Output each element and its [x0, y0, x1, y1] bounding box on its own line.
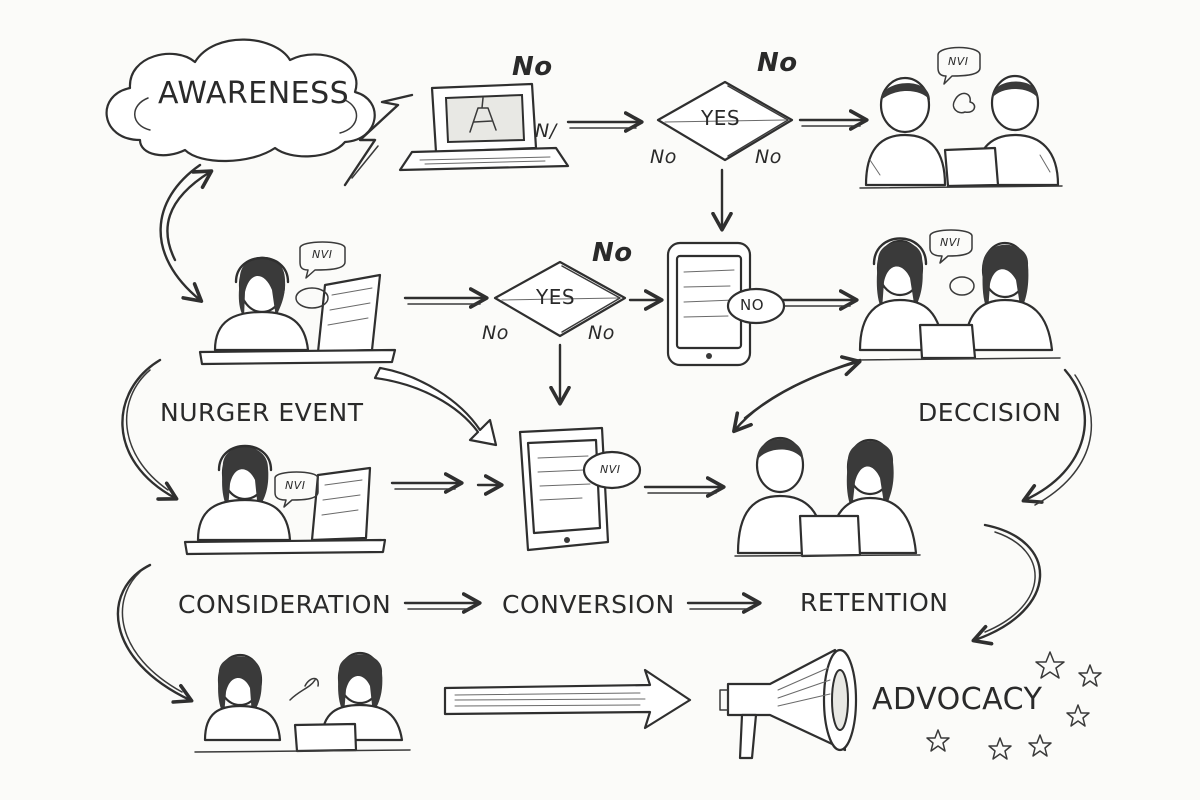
branch-no-top-3: No: [650, 146, 677, 168]
support-agent-laptop-middle: [198, 256, 397, 366]
bubble-text-4: NVI: [285, 479, 306, 492]
lightning-bolt-icon: [343, 93, 414, 187]
branch-no-laptop: N/: [535, 120, 557, 142]
branch-no-top-2: No: [757, 48, 798, 78]
decision-middle-yes-label: YES: [536, 285, 576, 309]
two-people-laptop-middle-right: [854, 237, 1061, 361]
branch-no-mid-3: No: [588, 322, 615, 344]
stage-label-decision: DECCISION: [918, 398, 1062, 427]
decision-top-yes-label: YES: [701, 106, 741, 130]
speech-bubble-4: [274, 471, 319, 508]
bubble-text-1: NVI: [948, 55, 969, 68]
decision-diamond-top: [656, 80, 794, 162]
smartphone-icon-lower: [518, 426, 610, 552]
stage-label-awareness: AWARENESS: [158, 76, 350, 111]
bubble-text-3: NVI: [940, 236, 961, 249]
speech-bubble-lower: [582, 450, 642, 490]
branch-no-mid-1: No: [592, 238, 633, 268]
stage-label-advocacy: ADVOCACY: [872, 682, 1043, 717]
stage-label-consideration: CONSIDERATION: [178, 590, 392, 619]
no-bubble: [726, 287, 786, 325]
branch-no-top-1: No: [512, 52, 553, 82]
branch-no-mid-2: No: [482, 322, 509, 344]
awareness-cloud-shape: [105, 38, 376, 163]
support-agent-laptop-lower: [183, 444, 387, 556]
stage-label-conversion: CONVERSION: [502, 590, 675, 619]
two-people-laptop-retention: [734, 436, 921, 558]
speech-bubble-2: [299, 241, 346, 279]
bubble-text-2: NVI: [312, 248, 333, 261]
stars-decoration: [926, 651, 1102, 760]
stage-label-retention: RETENTION: [800, 588, 949, 617]
decision-diamond-middle: [493, 260, 627, 338]
phone-no-label: NO: [740, 296, 765, 314]
branch-no-top-4: No: [755, 146, 782, 168]
two-people-laptop-advocacy: [194, 651, 411, 753]
speech-bubble-3: [929, 229, 973, 264]
two-people-laptop-top-right: [859, 74, 1063, 189]
speech-bubble-1: [937, 46, 981, 85]
megaphone-icon: [719, 648, 858, 760]
laptop-icon-top: [398, 82, 570, 172]
bubble-text-5: NVI: [600, 463, 621, 476]
stage-label-trigger-event: NURGER EVENT: [160, 398, 364, 427]
